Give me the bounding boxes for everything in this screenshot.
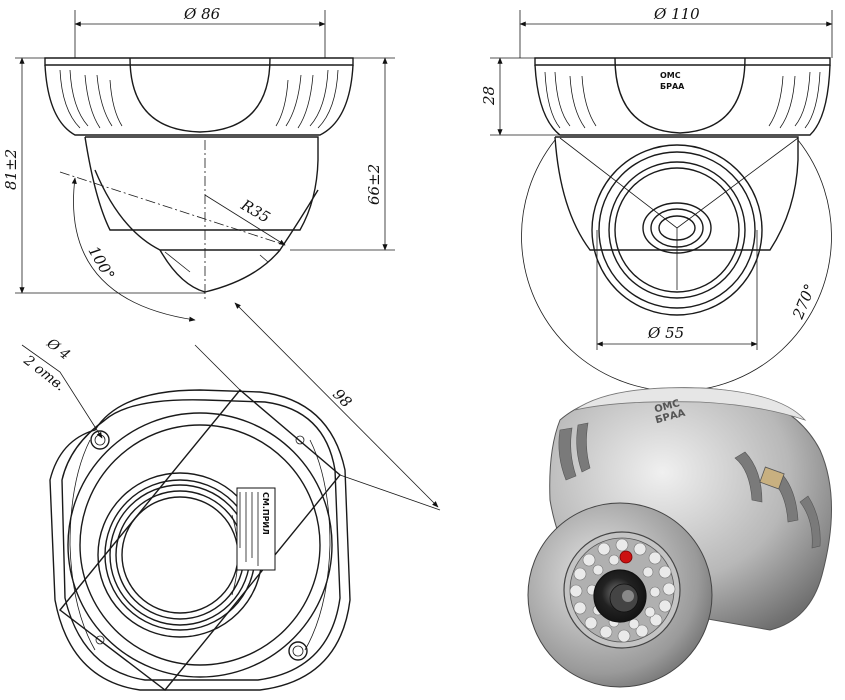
dim-bottom-diagonal: 98 — [329, 385, 355, 411]
dim-bottom-hole-diameter: Ø 4 — [43, 335, 73, 364]
bottom-view: СМ.ПРИЛ Ø 4 2 отв. 98 — [20, 302, 441, 691]
svg-text:БРАА: БРАА — [660, 82, 685, 91]
dim-side-dome-height: 66±2 — [365, 164, 383, 205]
front-view: ОМС БРАА Ø 110 28 Ø 55 270° — [480, 5, 833, 392]
label-plate-brand: СМ.ПРИЛ — [261, 492, 270, 535]
camera-render: ОМС БРАА — [527, 387, 832, 688]
dim-front-lens-window: Ø 55 — [647, 324, 684, 342]
dim-side-total-height: 81±2 — [2, 149, 20, 190]
dim-front-base-height: 28 — [480, 86, 498, 106]
red-led — [619, 550, 633, 564]
dim-front-width: Ø 110 — [653, 5, 700, 23]
side-view: Ø 86 81±2 66±2 R35 100° — [2, 5, 395, 322]
dim-side-radius: R35 — [237, 195, 273, 226]
dim-side-top-width: Ø 86 — [183, 5, 221, 23]
svg-text:ОМС: ОМС — [660, 71, 681, 80]
dim-front-rotation: 270° — [789, 281, 820, 322]
